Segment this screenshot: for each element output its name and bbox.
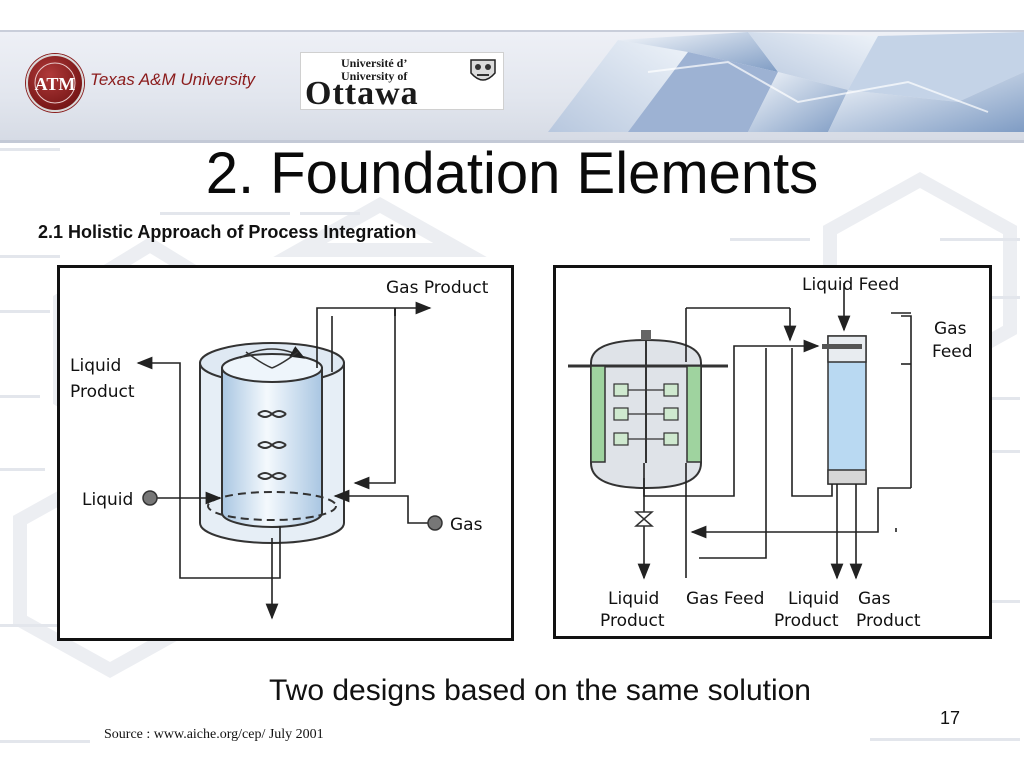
stirred-reactor [568, 330, 728, 490]
flow-lines-right [637, 283, 912, 580]
source-citation: Source : www.aiche.org/cep/ July 2001 [104, 727, 324, 742]
ottawa-crest-icon [470, 59, 496, 81]
tamu-seal-letters: ATM [35, 74, 76, 94]
reactor-column-diagram-right: Liquid Feed Gas Feed Liquid Product Gas … [568, 275, 973, 631]
ottawa-line-3: Ottawa [305, 75, 419, 112]
header-crystal-art [548, 32, 1024, 132]
tamu-seal-logo: ATM [26, 54, 84, 112]
section-subtitle: 2.1 Holistic Approach of Process Integra… [38, 222, 417, 242]
diagram-panel-left: Gas Product Liquid Product Liquid Gas [57, 265, 514, 641]
gas-inlet-node [427, 515, 443, 531]
ottawa-line-1: Université d’ [341, 56, 408, 70]
label-gas-feed-right-line2: Feed [932, 342, 973, 362]
packed-column [822, 335, 867, 485]
page-title: 2. Foundation Elements [205, 141, 819, 206]
caption: Two designs based on the same solution [268, 674, 811, 707]
valve-icon [634, 511, 654, 527]
ottawa-logo: Université d’ University of Ottawa [300, 52, 504, 112]
page-number: 17 [940, 708, 961, 728]
vessel [199, 342, 345, 544]
diagram-panel-right: Liquid Feed Gas Feed Liquid Product Gas … [553, 265, 992, 639]
label-liquid-product-line1: Liquid [70, 356, 121, 376]
flow-lines [136, 301, 432, 620]
ottawa-line-2: University of [341, 69, 408, 83]
label-gas-product-line2: Product [856, 611, 921, 631]
label-liquid-product-1-line2: Product [600, 611, 665, 631]
label-gas-feed-bottom: Gas Feed [686, 589, 764, 609]
reactor-diagram-left: Gas Product Liquid Product Liquid Gas [70, 278, 489, 620]
label-liquid-feed: Liquid Feed [802, 275, 899, 295]
label-gas-feed-right-line1: Gas [934, 319, 967, 339]
label-gas-product: Gas Product [386, 278, 489, 298]
label-liquid: Liquid [82, 490, 133, 510]
label-liquid-product-2-line2: Product [774, 611, 839, 631]
liquid-inlet-node [142, 490, 158, 506]
label-liquid-product-2-line1: Liquid [788, 589, 839, 609]
label-gas: Gas [450, 515, 483, 535]
label-gas-product-line1: Gas [858, 589, 891, 609]
label-liquid-product-1-line1: Liquid [608, 589, 659, 609]
label-liquid-product-line2: Product [70, 382, 135, 402]
tamu-name: Texas A&M University [90, 70, 256, 89]
